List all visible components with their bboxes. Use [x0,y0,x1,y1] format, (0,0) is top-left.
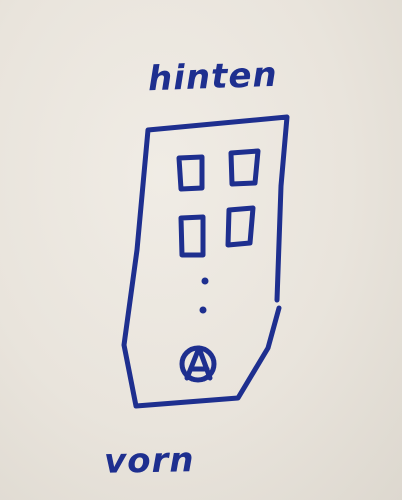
window-top-left [176,154,205,192]
circled-a-icon [179,345,217,383]
window-mid-right [225,205,256,248]
dot-lower [199,306,207,314]
window-top-right [228,148,261,187]
label-vorn: vorn [103,440,195,482]
window-mid-left [178,214,206,258]
dot-upper [201,277,209,285]
device-outline [121,114,290,409]
